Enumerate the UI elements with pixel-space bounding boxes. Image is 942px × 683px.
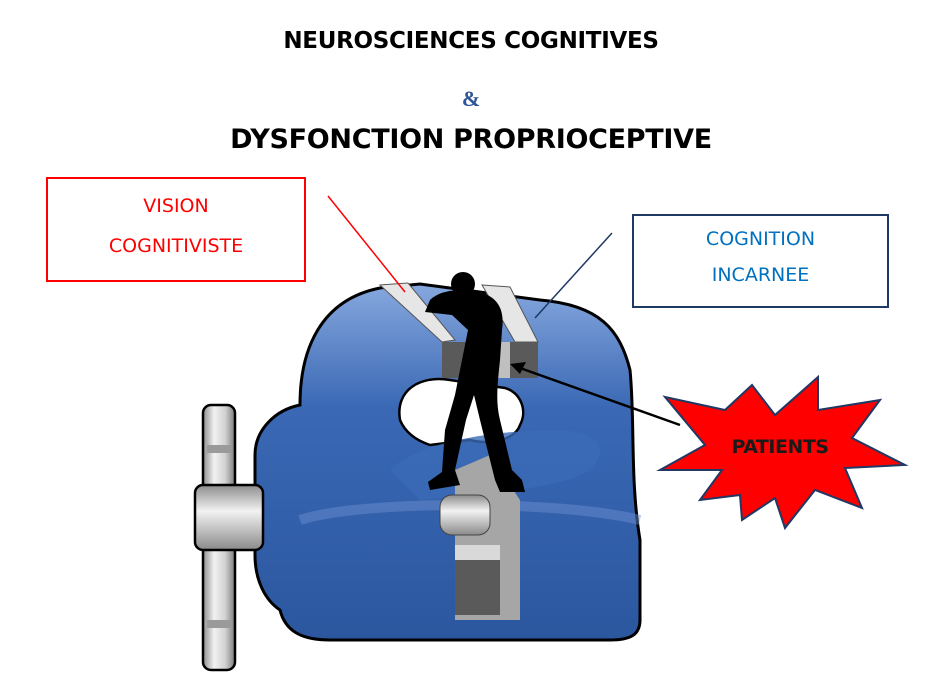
cognition-label-line-2: INCARNEE bbox=[711, 264, 810, 286]
vision-label-line-2: COGNITIVISTE bbox=[108, 235, 244, 257]
title-line-1: NEUROSCIENCES COGNITIVES bbox=[283, 28, 659, 54]
connector-cognition bbox=[534, 232, 613, 319]
connector-patients bbox=[510, 362, 681, 427]
patients-burst bbox=[656, 374, 909, 531]
vise-lower-jaw bbox=[439, 455, 520, 620]
connector-vision bbox=[327, 195, 406, 293]
cognition-label-line-1: COGNITION bbox=[705, 228, 816, 250]
vision-cognitiviste-box: VISION COGNITIVISTE bbox=[46, 177, 306, 282]
title-line-2: DYSFONCTION PROPRIOCEPTIVE bbox=[230, 124, 712, 155]
cognition-incarnee-box: COGNITION INCARNEE bbox=[632, 214, 889, 308]
patients-label: PATIENTS bbox=[731, 436, 829, 458]
vision-label-line-1: VISION bbox=[143, 195, 209, 217]
title-ampersand: & bbox=[461, 86, 481, 111]
vise-handle bbox=[193, 403, 265, 672]
human-silhouette bbox=[425, 272, 525, 492]
